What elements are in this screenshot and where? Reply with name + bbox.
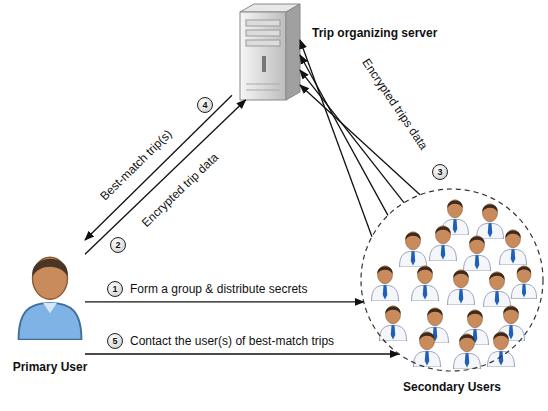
arrow-connector [85, 95, 232, 240]
user-icon [511, 266, 536, 299]
user-icon [454, 334, 481, 369]
callout-number: 1 [107, 281, 123, 297]
user-icon [484, 272, 511, 307]
server-icon [240, 4, 300, 100]
node-label: Trip organizing server [312, 26, 437, 40]
user-icon [430, 226, 457, 261]
server-side [286, 4, 300, 100]
server-slot [262, 56, 266, 72]
user-icon [412, 266, 439, 301]
drive-bay [246, 30, 280, 36]
edge-label: Best-match trip(s) [96, 125, 176, 204]
server-line [246, 84, 280, 85]
callout-number: 5 [107, 333, 123, 349]
dashed-circle [360, 188, 544, 372]
user-icon [464, 236, 491, 271]
node-label: Primary User [13, 360, 88, 374]
secondary-user-icons [372, 200, 537, 369]
arrow-connector [85, 353, 399, 354]
callout-number: 2 [110, 237, 126, 253]
actor-box: Trip organizing server [232, 4, 300, 100]
arrow-connector [300, 40, 372, 237]
user-icon [448, 270, 475, 305]
user-icon [372, 266, 399, 301]
edge-label: Contact the user(s) of best-match trips [128, 334, 336, 348]
edge-label: Form a group & distribute secrets [128, 282, 309, 296]
user-icon [500, 230, 527, 265]
primary-user-icon [19, 257, 82, 339]
user-icon [414, 332, 441, 367]
actor-box: Primary User [15, 240, 85, 358]
user-icon [380, 306, 407, 341]
arrow-connector [85, 301, 364, 302]
arrow-connector [85, 100, 246, 254]
dashed-circle [361, 189, 543, 371]
server-front [240, 12, 286, 100]
callout-number: 3 [432, 164, 448, 180]
user-icon [477, 204, 504, 239]
callout-number: 4 [197, 97, 213, 113]
edge-label: Encrypted trip data [137, 149, 222, 232]
edge-label: Encrypted trips data [358, 54, 432, 154]
user-icon [400, 232, 427, 267]
drive-bay [246, 40, 280, 46]
drive-bay [246, 20, 280, 26]
node-label: Secondary Users [403, 380, 501, 394]
user-group-circle: Secondary Users [360, 188, 544, 372]
server-line [246, 90, 280, 91]
